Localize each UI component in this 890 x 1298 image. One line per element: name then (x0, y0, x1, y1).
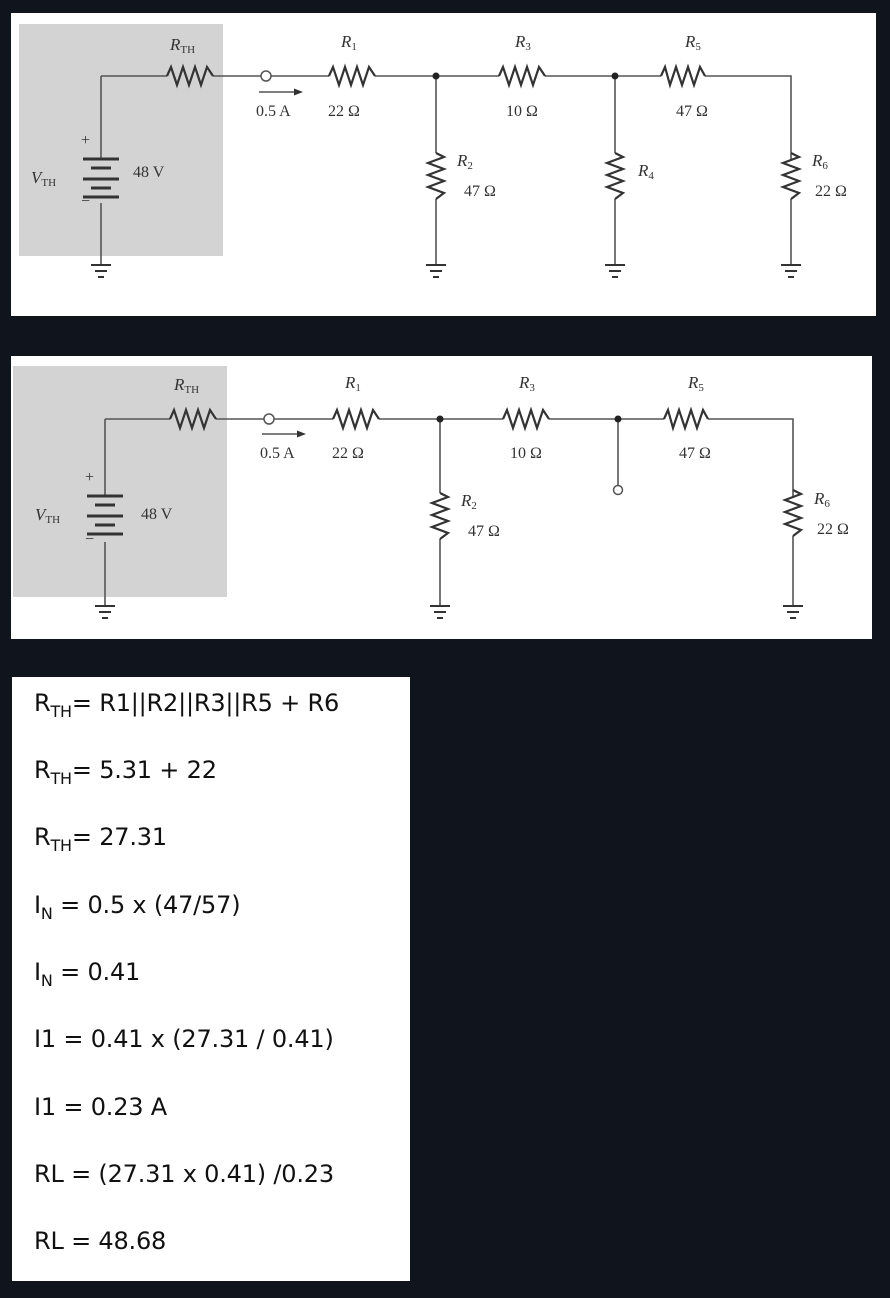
current-arrow (259, 88, 303, 96)
ground-symbol (781, 264, 801, 278)
r6-label: R6 (811, 151, 828, 172)
equation-line: RTH= 5.31 + 22 (34, 756, 217, 788)
thevenin-box (19, 24, 223, 256)
circuit-1-svg: RTH R1 R3 R5 R2 R4 R6 0.5 A 22 Ω 10 Ω 47… (19, 24, 847, 278)
r5-resistor (659, 63, 706, 89)
r3-label: R3 (518, 373, 535, 394)
r2-value: 47 Ω (468, 523, 500, 540)
r1-value: 22 Ω (332, 445, 364, 462)
battery-symbol (87, 494, 123, 536)
open-terminal (263, 413, 275, 425)
equation-line: IN = 0.41 (34, 958, 141, 990)
r4-resistor (603, 152, 627, 200)
equation-line: RTH= R1||R2||R3||R5 + R6 (34, 689, 340, 721)
r5-value: 47 Ω (676, 103, 708, 120)
source-value: 48 V (133, 164, 165, 181)
r3-resistor (501, 406, 550, 432)
r1-resistor (327, 63, 376, 89)
r5-value: 47 Ω (679, 445, 711, 462)
r2-label: R2 (456, 151, 473, 172)
node-dot (611, 72, 619, 80)
r2-resistor (428, 492, 452, 540)
r3-value: 10 Ω (510, 445, 542, 462)
circuit-diagram-original: RTH R1 R3 R5 R2 R4 R6 0.5 A 22 Ω 10 Ω 47… (11, 13, 876, 316)
ground-symbol (91, 264, 111, 278)
ground-symbol (783, 605, 803, 619)
equation-line: RL = 48.68 (34, 1227, 167, 1255)
r2-value: 47 Ω (464, 183, 496, 200)
r5-resistor (662, 406, 709, 432)
equation-line: RL = (27.31 x 0.41) /0.23 (34, 1160, 334, 1188)
ground-symbol (95, 605, 115, 619)
open-terminal (260, 70, 272, 82)
r1-resistor (331, 406, 380, 432)
source-value: 48 V (141, 506, 173, 523)
r6-value: 22 Ω (815, 183, 847, 200)
r1-label: R1 (340, 32, 357, 53)
r3-label: R3 (514, 32, 531, 53)
equation-line: I1 = 0.41 x (27.31 / 0.41) (34, 1025, 334, 1053)
thevenin-box (13, 366, 227, 597)
r6-resistor (781, 489, 805, 537)
open-terminal-r4 (612, 484, 624, 496)
rth-label: RTH (169, 35, 195, 56)
rth-resistor (165, 63, 214, 89)
solution-panel: RTH= R1||R2||R3||R5 + R6 RTH= 5.31 + 22 … (12, 677, 410, 1281)
current-arrow (262, 430, 306, 438)
r2-resistor (424, 152, 448, 200)
minus-sign: − (81, 193, 90, 210)
current-value: 0.5 A (260, 445, 295, 462)
rth-label: RTH (173, 375, 199, 396)
vth-label: VTH (31, 168, 56, 189)
r3-resistor (497, 63, 546, 89)
current-value: 0.5 A (256, 103, 291, 120)
r1-label: R1 (344, 373, 361, 394)
ground-symbol (426, 264, 446, 278)
r6-label: R6 (813, 489, 830, 510)
circuit-diagram-r4-removed: RTH R1 R3 R5 R2 R6 0.5 A 22 Ω 10 Ω 47 Ω … (11, 356, 872, 639)
node-dot (432, 72, 440, 80)
r6-resistor (779, 152, 803, 200)
r4-label: R4 (637, 161, 654, 182)
ground-symbol (430, 605, 450, 619)
rth-resistor (168, 406, 217, 432)
equation-line: IN = 0.5 x (47/57) (34, 891, 241, 923)
r5-label: R5 (684, 32, 701, 53)
node-dot (614, 415, 622, 423)
equation-line: RTH= 27.31 (34, 823, 167, 855)
plus-sign: + (81, 132, 90, 149)
equation-line: I1 = 0.23 A (34, 1093, 167, 1121)
r3-value: 10 Ω (506, 103, 538, 120)
ground-symbol (605, 264, 625, 278)
vth-label: VTH (35, 505, 60, 526)
circuit-2-svg: RTH R1 R3 R5 R2 R6 0.5 A 22 Ω 10 Ω 47 Ω … (13, 366, 849, 619)
plus-sign: + (85, 469, 94, 486)
minus-sign: − (85, 531, 94, 548)
r6-value: 22 Ω (817, 521, 849, 538)
r5-label: R5 (687, 373, 704, 394)
r1-value: 22 Ω (328, 103, 360, 120)
r2-label: R2 (460, 491, 477, 512)
battery-symbol (83, 157, 119, 199)
node-dot (436, 415, 444, 423)
